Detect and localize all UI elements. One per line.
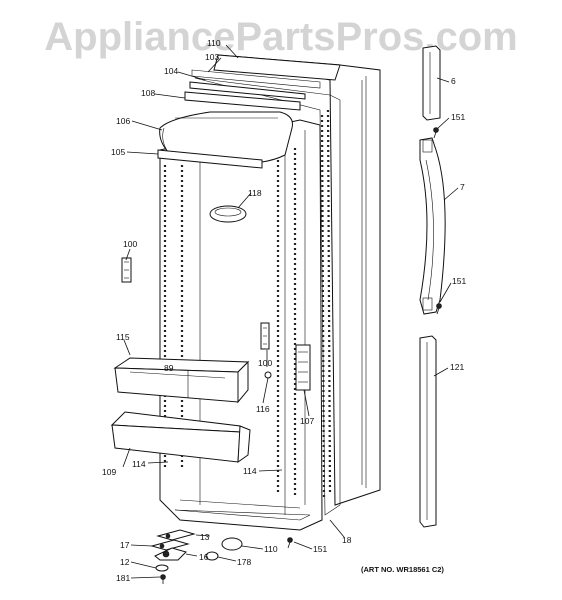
part-12 — [155, 564, 169, 572]
callout-12: 12 — [120, 557, 130, 567]
part-116 — [264, 371, 272, 379]
door-gasket — [194, 77, 341, 516]
callout-110-bottom: 110 — [264, 544, 278, 554]
part-110-bottom — [221, 537, 243, 551]
callout-100-mid: 100 — [258, 358, 272, 368]
callout-110-top: 110 — [207, 38, 221, 48]
callout-labels: 110 103 104 108 106 105 118 100 115 89 1… — [102, 38, 466, 583]
screw-151-mid — [436, 303, 442, 315]
callout-103: 103 — [205, 52, 219, 62]
hinge-17 — [150, 539, 190, 551]
part-107 — [295, 344, 311, 391]
leader-lines — [122, 44, 459, 579]
callout-151-top: 151 — [451, 112, 465, 122]
dairy-top-trim — [184, 69, 321, 111]
callout-115: 115 — [116, 332, 130, 342]
callout-118: 118 — [248, 188, 262, 198]
art-number: (ART NO. WR18561 C2) — [361, 565, 444, 574]
callout-151-mid: 151 — [452, 276, 466, 286]
screw-151-bottom — [287, 537, 293, 549]
door-outer-panel — [213, 54, 381, 506]
callout-105: 105 — [111, 147, 125, 157]
door-liner — [159, 119, 323, 531]
callout-109: 109 — [102, 467, 116, 477]
callout-104: 104 — [164, 66, 178, 76]
callout-17: 17 — [120, 540, 130, 550]
hinge-16 — [154, 547, 187, 561]
screw-181 — [160, 574, 166, 584]
door-handle-7 — [419, 137, 446, 315]
part-118 — [209, 205, 247, 223]
callout-18: 18 — [342, 535, 352, 545]
callout-114-left: 114 — [132, 459, 146, 469]
dairy-compartment-door — [159, 111, 293, 163]
door-bin-109 — [110, 411, 251, 463]
callout-7: 7 — [460, 182, 465, 192]
callout-108: 108 — [141, 88, 155, 98]
callout-151-bottom: 151 — [313, 544, 327, 554]
callout-16: 16 — [199, 552, 209, 562]
part-100-left — [121, 257, 132, 283]
part-178 — [205, 551, 219, 561]
dairy-door-hinge-bar — [157, 149, 263, 169]
door-bin-115 — [113, 357, 250, 404]
callout-89: 89 — [164, 363, 174, 373]
callout-114-right: 114 — [243, 466, 257, 476]
callout-121: 121 — [450, 362, 464, 372]
callout-116: 116 — [256, 404, 270, 414]
callout-181: 181 — [116, 573, 130, 583]
callout-13: 13 — [200, 532, 210, 542]
callout-107: 107 — [300, 416, 314, 426]
callout-6: 6 — [451, 76, 456, 86]
part-100-mid — [260, 322, 270, 350]
screw-151-top — [433, 127, 439, 139]
callout-100-left: 100 — [123, 239, 137, 249]
callout-106: 106 — [116, 116, 130, 126]
handle-trim-6 — [422, 45, 441, 121]
shelf-rails — [163, 148, 297, 495]
hinge-13 — [156, 529, 196, 541]
callout-178: 178 — [237, 557, 251, 567]
watermark: AppliancePartsPros.com — [44, 15, 518, 59]
handle-trim-121 — [419, 335, 437, 528]
